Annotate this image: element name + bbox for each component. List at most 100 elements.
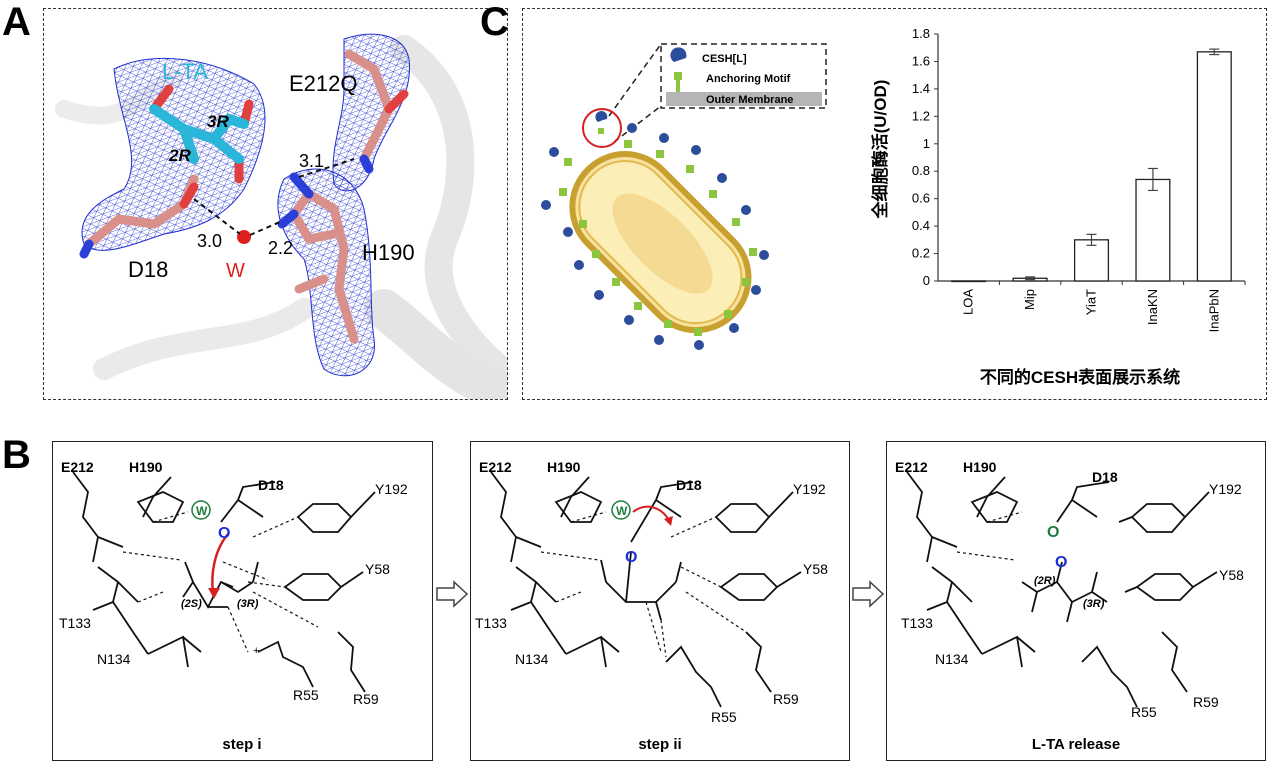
release-mechanism: O O (2R) (3R) E212 H190 D18 Y192 Y58 T13… <box>895 459 1244 720</box>
res-r55: R55 <box>1131 704 1157 720</box>
e212q-label: E212Q <box>289 71 358 96</box>
panel-c-frame <box>522 8 1267 400</box>
y-tick-label: 1.6 <box>912 53 930 68</box>
hbonds <box>122 511 319 653</box>
chart-ylabel: 全细胞酶活(U/OD) <box>870 80 890 220</box>
legend-enzyme: CESH[L] <box>702 53 747 65</box>
water-circle <box>611 500 631 520</box>
y-tick-label: 0.6 <box>912 191 930 206</box>
hbonds <box>540 511 747 658</box>
hbond-lines <box>193 158 355 236</box>
res-r59: R59 <box>1193 694 1219 710</box>
outer-membrane-bar <box>666 92 822 106</box>
x-tick-label: InaPbN <box>1206 289 1221 332</box>
electron-arrow <box>632 505 670 521</box>
res-h190: H190 <box>963 459 997 475</box>
oxygen-atom: O <box>218 525 230 542</box>
arrow-step-i-to-ii <box>436 580 468 608</box>
res-h190: H190 <box>547 459 581 475</box>
res-n134: N134 <box>935 651 969 667</box>
dist-3-0: 3.0 <box>197 231 222 251</box>
anchor-stem <box>676 80 680 92</box>
arrow-step-ii-to-release <box>852 580 884 608</box>
surface-displays <box>541 123 769 350</box>
anchor-icon <box>674 72 682 80</box>
zoom-line <box>608 43 662 117</box>
step-ii-caption: step ii <box>638 736 682 753</box>
res-e212: E212 <box>61 459 94 475</box>
y-tick-label: 1.2 <box>912 108 930 123</box>
hbonds <box>956 511 1023 561</box>
legend-membrane: Outer Membrane <box>706 94 793 106</box>
stereo-3r: (3R) <box>1083 598 1105 610</box>
bar-YiaT <box>1073 239 1110 282</box>
dist-3-1: 3.1 <box>299 151 324 171</box>
y-tick-label: 0.4 <box>912 218 930 233</box>
enzyme-icon <box>595 111 608 122</box>
ligand-label: L-TA <box>162 59 208 84</box>
y-tick-label: 1.4 <box>912 81 930 96</box>
x-tick-label: Mip <box>1022 289 1037 310</box>
x-tick-label: InaKN <box>1145 289 1160 325</box>
bar-InaPbN <box>1196 51 1232 282</box>
y-tick-label: 1.8 <box>912 26 930 41</box>
bar-InaKN <box>1135 178 1171 282</box>
water-sphere <box>237 230 251 244</box>
panel-a-structure: L-TA 3R 2R E212Q 3.1 3.0 2.2 D18 W H190 <box>55 33 507 399</box>
res-d18: D18 <box>1092 469 1118 485</box>
res-e212: E212 <box>479 459 512 475</box>
res-y192: Y192 <box>1209 481 1242 497</box>
panel-a-frame <box>43 8 508 400</box>
oxygen-blue: O <box>1055 554 1067 571</box>
cartoon-ribbon <box>390 35 507 383</box>
panel-a-letter: A <box>2 0 31 44</box>
res-r55: R55 <box>711 709 737 725</box>
res-t133: T133 <box>475 615 507 631</box>
electron-arrow-head <box>208 588 220 599</box>
water-label: W <box>226 260 245 282</box>
x-tick-label: LOA <box>961 289 976 315</box>
water-atom: W <box>196 504 208 518</box>
cartoon-ribbon <box>364 289 507 399</box>
y-tick-label: 1 <box>923 136 930 151</box>
stereo-3r: (3R) <box>237 598 259 610</box>
electron-arrow <box>211 533 229 593</box>
charge-plus: + <box>253 645 259 657</box>
res-t133: T133 <box>901 615 933 631</box>
dist-2-2: 2.2 <box>268 238 293 258</box>
water-circle <box>191 500 211 520</box>
x-tick-label: YiaT <box>1084 289 1099 315</box>
res-n134: N134 <box>97 651 131 667</box>
chart-bars <box>951 48 1232 283</box>
cartoon-ribbon <box>93 298 315 380</box>
y-tick-label: 0.8 <box>912 163 930 178</box>
res-h190: H190 <box>129 459 163 475</box>
res-y58: Y58 <box>1219 567 1244 583</box>
density-mesh <box>332 33 411 192</box>
zoom-circle <box>582 108 622 148</box>
oxygen-atom: O <box>625 549 637 566</box>
bonds <box>490 471 802 708</box>
release-caption: L-TA release <box>1031 736 1121 753</box>
electron-arrow-head <box>664 516 673 526</box>
r2-label: 2R <box>168 146 191 165</box>
res-y58: Y58 <box>803 561 828 577</box>
res-d18: D18 <box>258 477 284 493</box>
res-r59: R59 <box>773 691 799 707</box>
step-i-box <box>52 441 433 761</box>
res-n134: N134 <box>515 651 549 667</box>
d18-label: D18 <box>128 257 168 282</box>
res-d18: D18 <box>676 477 702 493</box>
res-y58: Y58 <box>365 561 390 577</box>
step-ii-mechanism: W O E212 H190 D18 Y192 Y58 T133 N134 R55… <box>475 459 828 725</box>
chart-xlabel: 不同的CESH表面展示系统 <box>980 367 1180 387</box>
res-y192: Y192 <box>375 481 408 497</box>
legend-motif: Anchoring Motif <box>706 73 791 85</box>
res-t133: T133 <box>59 615 91 631</box>
res-r55: R55 <box>293 687 319 703</box>
panel-c-letter: C <box>480 0 509 44</box>
r3-label: 3R <box>207 112 229 131</box>
ligand-sticks <box>149 104 249 164</box>
y-tick-label: 0.2 <box>912 246 930 261</box>
